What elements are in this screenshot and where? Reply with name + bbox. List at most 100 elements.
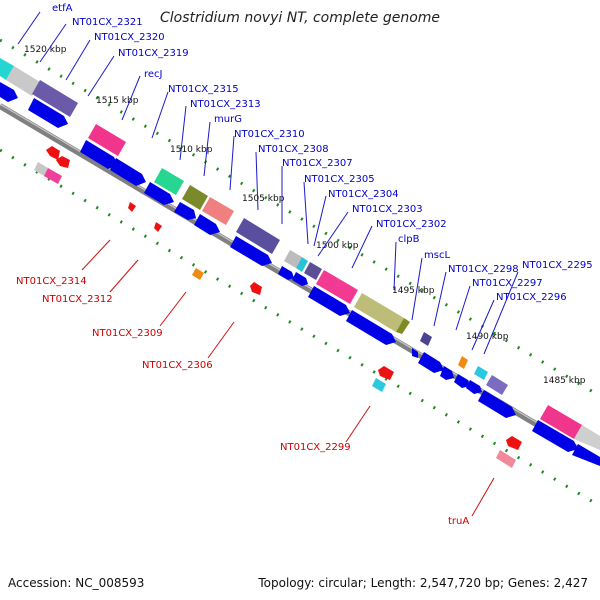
gene-label: NT01CX_2314 bbox=[16, 276, 87, 287]
gene-labels-bottom: NT01CX_2314 NT01CX_2312 NT01CX_2309 NT01… bbox=[16, 276, 469, 527]
gene-arrow-forward bbox=[418, 352, 444, 373]
feature-block bbox=[32, 80, 78, 117]
leader-line bbox=[255, 151, 259, 211]
gene-label: NT01CX_2298 bbox=[448, 264, 519, 275]
leader-line bbox=[229, 135, 235, 191]
tick-label: 1505 kbp bbox=[242, 194, 285, 204]
leader-line bbox=[81, 239, 111, 271]
gene-arrow-forward bbox=[292, 272, 308, 286]
gene-arrow-forward bbox=[346, 310, 396, 345]
leader-line bbox=[313, 195, 327, 247]
gene-arrow-forward bbox=[0, 82, 18, 102]
feature-block bbox=[0, 58, 14, 80]
leader-line bbox=[203, 121, 211, 177]
feature-block bbox=[154, 168, 184, 195]
tick-label: 1490 kbp bbox=[466, 332, 509, 342]
feature-block bbox=[6, 66, 40, 96]
leader-line bbox=[87, 55, 115, 97]
gene-label: NT01CX_2304 bbox=[328, 189, 399, 200]
tick-label: 1515 kbp bbox=[96, 96, 139, 106]
feature-block bbox=[474, 366, 488, 380]
gene-label: NT01CX_2296 bbox=[496, 292, 567, 303]
gene-arrow-reverse bbox=[250, 282, 262, 295]
leader-lines-top bbox=[17, 11, 519, 355]
gene-label: NT01CX_2306 bbox=[142, 360, 213, 371]
gene-label: NT01CX_2309 bbox=[92, 328, 163, 339]
gene-labels-top: etfA NT01CX_2321 NT01CX_2320 NT01CX_2319… bbox=[52, 3, 593, 303]
feature-block bbox=[574, 425, 600, 450]
gene-arrow-reverse bbox=[378, 366, 394, 380]
feature-blocks bbox=[0, 58, 600, 450]
leader-line bbox=[433, 271, 447, 327]
reverse-genes bbox=[34, 146, 522, 468]
gene-arrow-reverse bbox=[154, 222, 162, 232]
gene-label: NT01CX_2321 bbox=[72, 17, 143, 28]
gene-label: NT01CX_2313 bbox=[190, 99, 261, 110]
leader-line bbox=[471, 477, 495, 517]
gene-arrow-forward bbox=[174, 202, 196, 220]
gene-label: NT01CX_2307 bbox=[282, 158, 353, 169]
feature-block bbox=[44, 168, 62, 184]
gene-label: mscL bbox=[424, 250, 450, 261]
gene-arrow-forward bbox=[308, 286, 350, 316]
gene-label: etfA bbox=[52, 3, 73, 14]
gene-label: NT01CX_2310 bbox=[234, 129, 305, 140]
gene-arrow-forward bbox=[454, 374, 470, 388]
gene-label: NT01CX_2312 bbox=[42, 294, 113, 305]
feature-block bbox=[540, 405, 582, 439]
leader-line bbox=[303, 181, 309, 245]
gene-arrow-forward bbox=[478, 390, 516, 418]
feature-block bbox=[182, 185, 208, 210]
gene-arrow-forward bbox=[144, 182, 174, 205]
gene-arrow-reverse bbox=[128, 202, 136, 212]
tick-label: 1495 kbp bbox=[392, 286, 435, 296]
gene-label: NT01CX_2315 bbox=[168, 84, 239, 95]
gene-arrow-forward bbox=[110, 158, 146, 186]
feature-block bbox=[202, 197, 234, 225]
gene-arrow-forward bbox=[80, 140, 118, 169]
leader-line bbox=[317, 211, 349, 257]
gene-arrow-forward bbox=[278, 266, 294, 280]
gene-arrow-forward bbox=[440, 366, 454, 380]
gene-arrow-reverse bbox=[56, 156, 70, 168]
gene-arrow-forward bbox=[230, 236, 272, 266]
leader-line bbox=[351, 225, 373, 269]
gene-arrow-forward bbox=[572, 444, 600, 466]
feature-block bbox=[304, 262, 322, 280]
feature-block bbox=[420, 332, 432, 346]
leader-line bbox=[159, 291, 187, 327]
feature-block bbox=[192, 268, 204, 280]
gene-label: truA bbox=[448, 516, 469, 527]
leader-line bbox=[345, 405, 371, 443]
leader-line bbox=[121, 75, 141, 121]
feature-block bbox=[354, 293, 404, 332]
feature-block bbox=[34, 162, 48, 176]
leader-line bbox=[207, 321, 235, 359]
genome-summary-text: Topology: circular; Length: 2,547,720 bp… bbox=[258, 576, 588, 590]
tick-label: 1500 kbp bbox=[316, 241, 359, 251]
tick-labels: 1520 kbp 1515 kbp 1510 kbp 1505 kbp 1500… bbox=[24, 45, 586, 386]
leader-line bbox=[65, 39, 91, 81]
gene-label: murG bbox=[214, 114, 242, 125]
leader-line bbox=[151, 91, 169, 139]
gene-label: recJ bbox=[144, 69, 163, 80]
forward-genes bbox=[0, 82, 600, 466]
feature-block bbox=[458, 356, 468, 369]
gene-label: NT01CX_2305 bbox=[304, 174, 375, 185]
feature-block bbox=[316, 270, 358, 304]
feature-block bbox=[486, 375, 508, 395]
gene-label: NT01CX_2302 bbox=[376, 219, 447, 230]
gene-label: clpB bbox=[398, 234, 420, 245]
map-title: Clostridium novyi NT, complete genome bbox=[160, 10, 440, 26]
gene-arrow-reverse bbox=[506, 436, 522, 450]
accession-text: Accession: NC_008593 bbox=[8, 576, 145, 590]
feature-block bbox=[296, 257, 308, 272]
leader-line bbox=[411, 257, 423, 321]
gene-label: NT01CX_2297 bbox=[472, 278, 543, 289]
gene-arrow-forward bbox=[28, 98, 68, 128]
gene-label: NT01CX_2303 bbox=[352, 204, 423, 215]
leader-line bbox=[393, 241, 397, 291]
leader-line bbox=[17, 11, 41, 45]
